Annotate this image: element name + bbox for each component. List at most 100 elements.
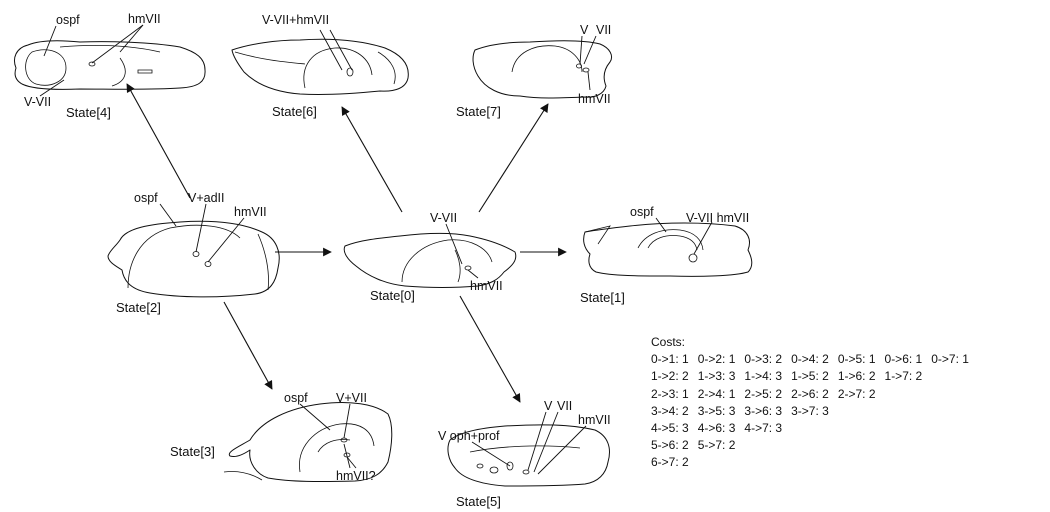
state-6-rear-curve <box>377 51 396 85</box>
state-5-skull-outline <box>447 424 610 487</box>
state-0-skull-outline <box>343 232 517 288</box>
cost-entry: 1->6: 2 <box>837 369 876 384</box>
state-7-skull-outline <box>472 40 613 99</box>
state-4-inner-line <box>59 45 161 87</box>
state-4-hmvii-label: hmVII <box>128 12 161 26</box>
state-3-vvii-label: V+VII <box>336 391 367 405</box>
state-6-foramen <box>346 67 354 77</box>
edge-s0-s6 <box>341 106 403 213</box>
cost-entry: 3->5: 3 <box>697 403 736 418</box>
state-1-inner-arc-2 <box>647 235 698 251</box>
state-0-leader-hmvii <box>467 269 479 279</box>
state-1-inner-arc <box>637 229 704 251</box>
state-6-vviihmvii-label: V-VII+hmVII <box>262 13 329 27</box>
state-4-node: ospf hmVII V-VII State[4] <box>14 12 206 120</box>
state-1-ospf-label: ospf <box>630 205 654 219</box>
costs-row: 5->6: 2 5->7: 2 <box>651 437 978 454</box>
state-3-tail <box>223 471 263 481</box>
state-4-leader-vvii <box>39 79 65 97</box>
state-4-skull-outline <box>14 40 206 90</box>
state-0-leader-vvii <box>445 223 463 265</box>
state-2-leader-vadii <box>195 203 207 253</box>
state-3-ospf-label: ospf <box>284 391 308 405</box>
cost-entry: 0->1: 1 <box>651 352 689 367</box>
state-3-leader-ospf <box>299 403 331 431</box>
edge-s0-s7 <box>478 103 549 213</box>
state-0-hmvii-label: hmVII <box>470 279 503 293</box>
state-7-title: State[7] <box>456 104 501 119</box>
cost-entry: 1->3: 3 <box>697 369 736 384</box>
state-5-v-label: V <box>544 399 553 413</box>
state-4-leader-hmvii-b <box>119 24 144 53</box>
state-5-leader-voph <box>471 441 511 467</box>
state-2-ospf-label: ospf <box>134 191 158 205</box>
costs-rows: 0->1: 1 0->2: 1 0->3: 2 0->4: 2 0->5: 1 0->6:… <box>651 351 978 471</box>
state-3-node: ospf V+VII hmVII? State[3] <box>170 391 393 483</box>
state-4-leader-hmvii-a <box>91 24 144 64</box>
state-5-hole-a <box>476 463 484 469</box>
cost-entry: 5->6: 2 <box>651 438 689 453</box>
edge-s2-s3 <box>223 301 273 390</box>
state-7-v-label: V <box>580 23 589 37</box>
state-1-leader-ospf <box>655 217 667 233</box>
cost-entry: 0->4: 2 <box>791 352 829 367</box>
state-5-leader-vii <box>533 411 559 473</box>
state-2-inner-arc <box>127 224 241 289</box>
state-2-skull-outline <box>107 220 280 298</box>
costs-row: 6->7: 2 <box>651 454 978 471</box>
state-0-node: V-VII hmVII State[0] <box>343 211 517 303</box>
edge-layer <box>126 83 567 403</box>
cost-entry: 5->7: 2 <box>697 438 736 453</box>
state-6-snout <box>234 51 306 65</box>
costs-title: Costs: <box>651 335 686 349</box>
state-5-inner-line <box>469 445 581 453</box>
cost-entry: 0->2: 1 <box>697 352 736 367</box>
state-3-leader-hmvii-a <box>343 443 351 469</box>
state-7-leader-vii <box>583 35 597 65</box>
state-2-foramen-a <box>192 251 200 257</box>
state-6-inner-arc <box>303 47 373 89</box>
state-1-foramen <box>688 253 698 263</box>
state-6-skull-outline <box>231 38 409 95</box>
edge-s0-s5 <box>459 295 521 403</box>
cost-entry: 4->6: 3 <box>697 421 736 436</box>
state-2-leader-ospf <box>159 203 177 227</box>
cost-entry: 1->7: 2 <box>884 369 923 384</box>
state-1-leader-vvii <box>693 221 713 255</box>
state-6-leader-a <box>319 29 343 71</box>
state-1-snout-spike <box>584 225 611 245</box>
cost-entry: 2->5: 2 <box>744 386 783 401</box>
cost-entry: 1->5: 2 <box>791 369 829 384</box>
cost-entry: 3->7: 3 <box>791 403 829 418</box>
state-2-rear-line <box>257 233 269 291</box>
state-7-node: V VII hmVII State[7] <box>456 23 613 119</box>
state-7-leader-v <box>579 35 583 65</box>
state-7-inner-arc <box>511 45 583 73</box>
state-2-title: State[2] <box>116 300 161 315</box>
state-3-skull-outline <box>228 401 393 483</box>
cost-entry: 2->4: 1 <box>697 386 736 401</box>
cost-entry: 0->3: 2 <box>744 352 783 367</box>
state-7-vii-label: VII <box>596 23 611 37</box>
state-3-title: State[3] <box>170 444 215 459</box>
cost-entry: 4->7: 3 <box>744 421 783 436</box>
state-0-mid-curve <box>454 249 461 283</box>
cost-entry: 0->5: 1 <box>837 352 876 367</box>
cost-entry: 2->6: 2 <box>791 386 829 401</box>
state-7-hmvii-label: hmVII <box>578 92 611 106</box>
state-3-hmvii-label: hmVII? <box>336 469 376 483</box>
state-2-vadii-label: V+adII <box>188 191 225 205</box>
costs-row: 0->1: 1 0->2: 1 0->3: 2 0->4: 2 0->5: 1 0->6:… <box>651 351 978 368</box>
state-6-title: State[6] <box>272 104 317 119</box>
cost-entry: 0->6: 1 <box>884 352 923 367</box>
state-6-leader-b <box>329 29 353 71</box>
state-3-leader-vvii <box>343 403 351 439</box>
state-2-node: ospf V+adII hmVII State[2] <box>107 191 280 315</box>
state-5-hole-c <box>506 461 514 471</box>
state-5-node: V oph+prof V VII hmVII State[5] <box>438 399 611 509</box>
